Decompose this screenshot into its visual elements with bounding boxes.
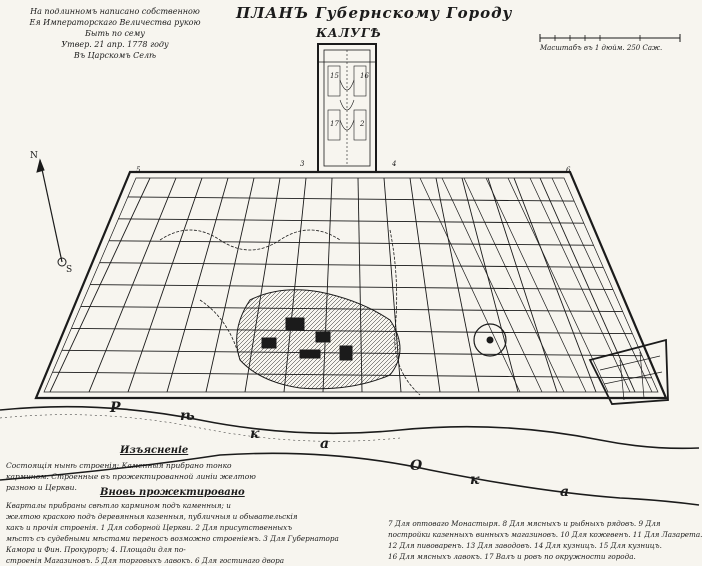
city-outline bbox=[34, 170, 668, 400]
block-number: 4 bbox=[391, 160, 396, 168]
street bbox=[441, 178, 543, 392]
compass-north: N bbox=[30, 151, 38, 161]
street bbox=[44, 261, 658, 269]
block-number-labels: 15 16 17 2 3 4 5 6 bbox=[136, 72, 571, 174]
legend-existing-title: Изъясненіе bbox=[120, 445, 189, 456]
ravines bbox=[159, 229, 421, 396]
street bbox=[419, 178, 521, 392]
block-number: 17 bbox=[330, 120, 339, 128]
river-letter: а bbox=[560, 484, 569, 500]
imperial-approval-note: На подлинномъ написано собственною Ея Им… bbox=[29, 7, 201, 60]
scale-bar bbox=[539, 34, 681, 42]
old-town-center bbox=[236, 289, 401, 390]
street bbox=[44, 195, 658, 203]
block-number: 2 bbox=[359, 120, 365, 128]
north-extension bbox=[317, 43, 377, 173]
street bbox=[166, 178, 229, 392]
street bbox=[127, 178, 203, 392]
street bbox=[44, 217, 658, 225]
block-number: 6 bbox=[566, 166, 571, 174]
street bbox=[463, 178, 565, 392]
block-number: 3 bbox=[300, 160, 305, 168]
street bbox=[551, 178, 653, 392]
block-number: 15 bbox=[330, 72, 339, 80]
circular-square bbox=[473, 323, 507, 357]
street bbox=[487, 178, 558, 392]
map-title: ПЛАНЪ Губернскому Городу bbox=[236, 4, 513, 22]
street bbox=[485, 178, 587, 392]
street bbox=[44, 283, 658, 291]
street bbox=[205, 178, 255, 392]
legend-right-body: 7 Для оптоваго Монастыря. 8 Для мясныхъ … bbox=[388, 519, 702, 561]
oka-river bbox=[0, 405, 700, 506]
east-annex bbox=[588, 338, 669, 405]
street bbox=[409, 178, 441, 392]
street bbox=[44, 239, 658, 247]
scale-label: Масштабъ въ 1 дюйм. 250 Саж. bbox=[540, 44, 663, 52]
legend-projected-body: Кварталы прибраны свѣтло кармином подъ к… bbox=[6, 501, 339, 565]
block-number: 5 bbox=[136, 166, 141, 174]
compass-needle: N S bbox=[30, 151, 72, 275]
street bbox=[539, 178, 636, 392]
river-letter: а bbox=[320, 436, 329, 452]
street bbox=[88, 178, 177, 392]
river-letter: Р bbox=[109, 400, 121, 416]
legend-projected-title: Вновь прожектировано bbox=[100, 487, 245, 498]
block-number: 16 bbox=[360, 72, 369, 80]
river-letter: к bbox=[470, 472, 480, 488]
street bbox=[49, 178, 151, 392]
compass-south: S bbox=[66, 265, 72, 275]
river-letter: ѣ bbox=[180, 408, 195, 424]
river-letter: О bbox=[410, 458, 423, 474]
river-letter: к bbox=[250, 426, 260, 442]
street bbox=[507, 178, 609, 392]
street bbox=[435, 178, 480, 392]
legend-existing-body: Состоящія нынѣ строенія: Каменныя прибра… bbox=[6, 461, 256, 492]
street bbox=[529, 178, 631, 392]
street bbox=[513, 178, 597, 392]
map-subtitle-city: КАЛУГѢ bbox=[316, 26, 382, 40]
street bbox=[461, 178, 519, 392]
